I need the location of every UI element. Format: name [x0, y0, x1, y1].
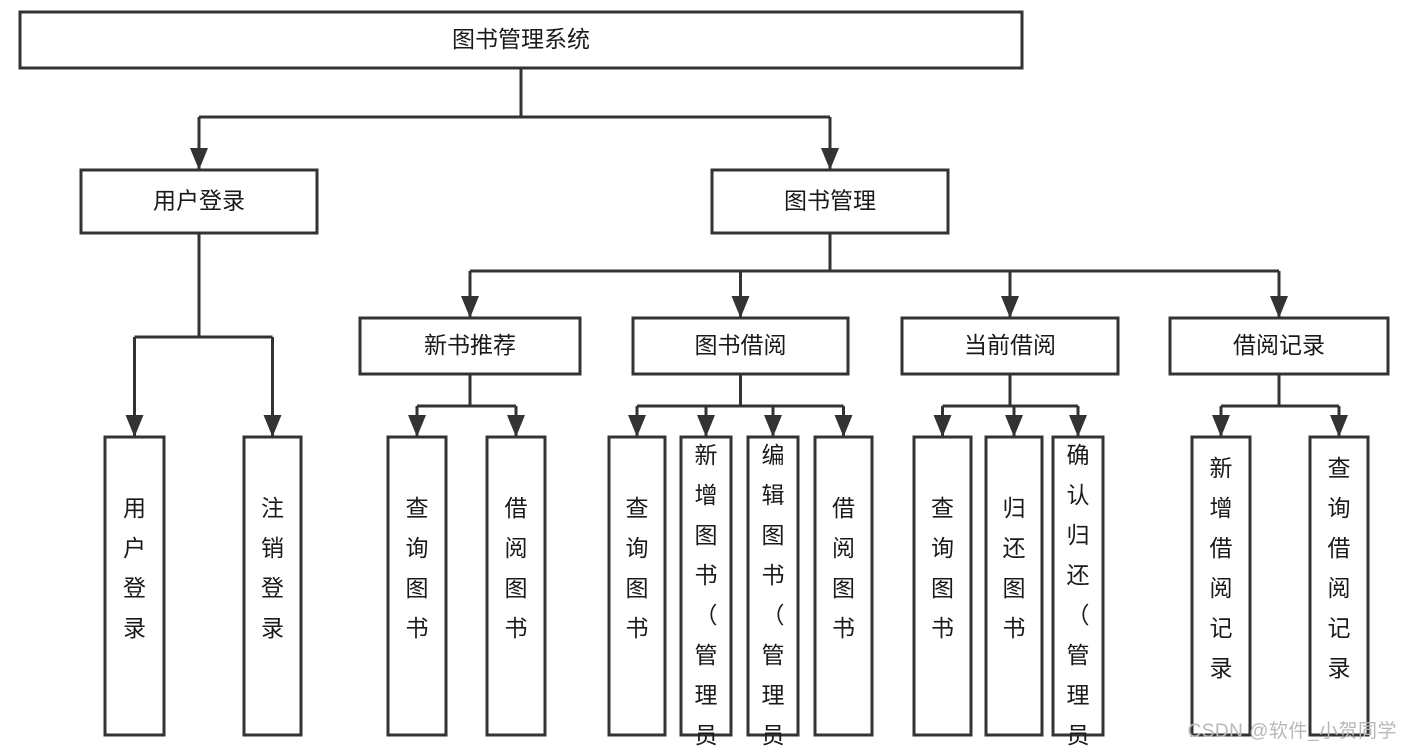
node-label: 图书管理系统: [452, 26, 590, 52]
arrow-head-icon: [263, 415, 282, 437]
node-label: 借阅记录: [1233, 332, 1325, 358]
node-box-layer: [18, 10, 1390, 737]
node-rect: [912, 435, 973, 737]
node-label: 查询借阅记录: [1328, 455, 1351, 681]
node-rect: [710, 168, 950, 235]
arrow-head-icon: [507, 415, 525, 437]
node-rect: [358, 316, 582, 376]
node-label: 编辑图书（管理员）: [762, 442, 785, 747]
node-level3-0[interactable]: [358, 316, 582, 376]
node-rect: [79, 168, 319, 235]
node-rect: [386, 435, 448, 737]
node-label: 图书借阅: [695, 332, 787, 358]
node-level2-0[interactable]: [79, 168, 319, 235]
node-label: 归还图书: [1003, 495, 1026, 641]
arrow-head-icon: [408, 415, 426, 437]
node-rect: [103, 435, 166, 737]
node-level3-2[interactable]: [900, 316, 1120, 376]
arrow-head-icon: [628, 415, 646, 437]
arrow-head-icon: [1001, 296, 1019, 318]
node-level2-1[interactable]: [710, 168, 950, 235]
node-root[interactable]: [18, 10, 1024, 70]
node-rect: [746, 435, 800, 737]
node-rect: [607, 435, 667, 737]
node-label: 新书推荐: [424, 332, 516, 358]
node-leaf-12[interactable]: [1308, 435, 1370, 737]
node-rect: [679, 435, 733, 737]
node-leaf-7[interactable]: [813, 435, 874, 737]
arrow-head-icon: [190, 148, 208, 170]
node-label-layer: 图书管理系统用户登录图书管理新书推荐图书借阅当前借阅借阅记录用户登录注销登录查询…: [123, 26, 1351, 747]
node-leaf-8[interactable]: [912, 435, 973, 737]
node-rect: [1168, 316, 1390, 376]
node-label: 新增图书（管理员）: [695, 442, 718, 747]
node-label: 图书管理: [784, 188, 876, 214]
node-label: 注销登录: [261, 495, 284, 641]
node-rect: [1190, 435, 1252, 737]
arrow-head-icon: [933, 415, 952, 437]
node-rect: [485, 435, 547, 737]
node-label: 借阅图书: [832, 495, 855, 641]
node-leaf-2[interactable]: [386, 435, 448, 737]
node-rect: [900, 316, 1120, 376]
node-label: 查询图书: [626, 495, 649, 641]
arrow-head-icon: [1069, 415, 1087, 437]
arrow-head-icon: [821, 148, 839, 170]
arrow-head-icon: [1330, 415, 1348, 437]
node-leaf-9[interactable]: [984, 435, 1044, 737]
node-leaf-4[interactable]: [607, 435, 667, 737]
node-label: 查询图书: [931, 495, 954, 641]
arrow-head-icon: [697, 415, 715, 437]
node-label: 借阅图书: [505, 495, 528, 641]
node-label: 当前借阅: [964, 332, 1056, 358]
arrow-head-icon: [834, 415, 853, 437]
node-leaf-0[interactable]: [103, 435, 166, 737]
node-leaf-6[interactable]: [746, 435, 800, 737]
arrow-head-icon: [731, 296, 750, 318]
arrow-head-icon: [764, 415, 782, 437]
node-rect: [242, 435, 303, 737]
connector-layer: [125, 68, 1348, 437]
node-leaf-11[interactable]: [1190, 435, 1252, 737]
node-rect: [1308, 435, 1370, 737]
node-rect: [1051, 435, 1105, 737]
arrow-head-icon: [1005, 415, 1023, 437]
arrow-head-icon: [1270, 296, 1288, 318]
arrow-head-icon: [461, 296, 479, 318]
node-leaf-5[interactable]: [679, 435, 733, 737]
node-label: 用户登录: [123, 495, 146, 641]
node-rect: [631, 316, 850, 376]
node-rect: [813, 435, 874, 737]
node-leaf-10[interactable]: [1051, 435, 1105, 737]
arrow-head-icon: [1212, 415, 1230, 437]
node-rect: [18, 10, 1024, 70]
node-rect: [984, 435, 1044, 737]
node-label: 新增借阅记录: [1210, 455, 1233, 681]
node-level3-1[interactable]: [631, 316, 850, 376]
node-label: 查询图书: [406, 495, 429, 641]
node-leaf-3[interactable]: [485, 435, 547, 737]
node-label: 用户登录: [153, 188, 245, 214]
node-leaf-1[interactable]: [242, 435, 303, 737]
node-label: 确认归还（管理员）: [1067, 442, 1090, 747]
node-level3-3[interactable]: [1168, 316, 1390, 376]
arrow-head-icon: [125, 415, 144, 437]
